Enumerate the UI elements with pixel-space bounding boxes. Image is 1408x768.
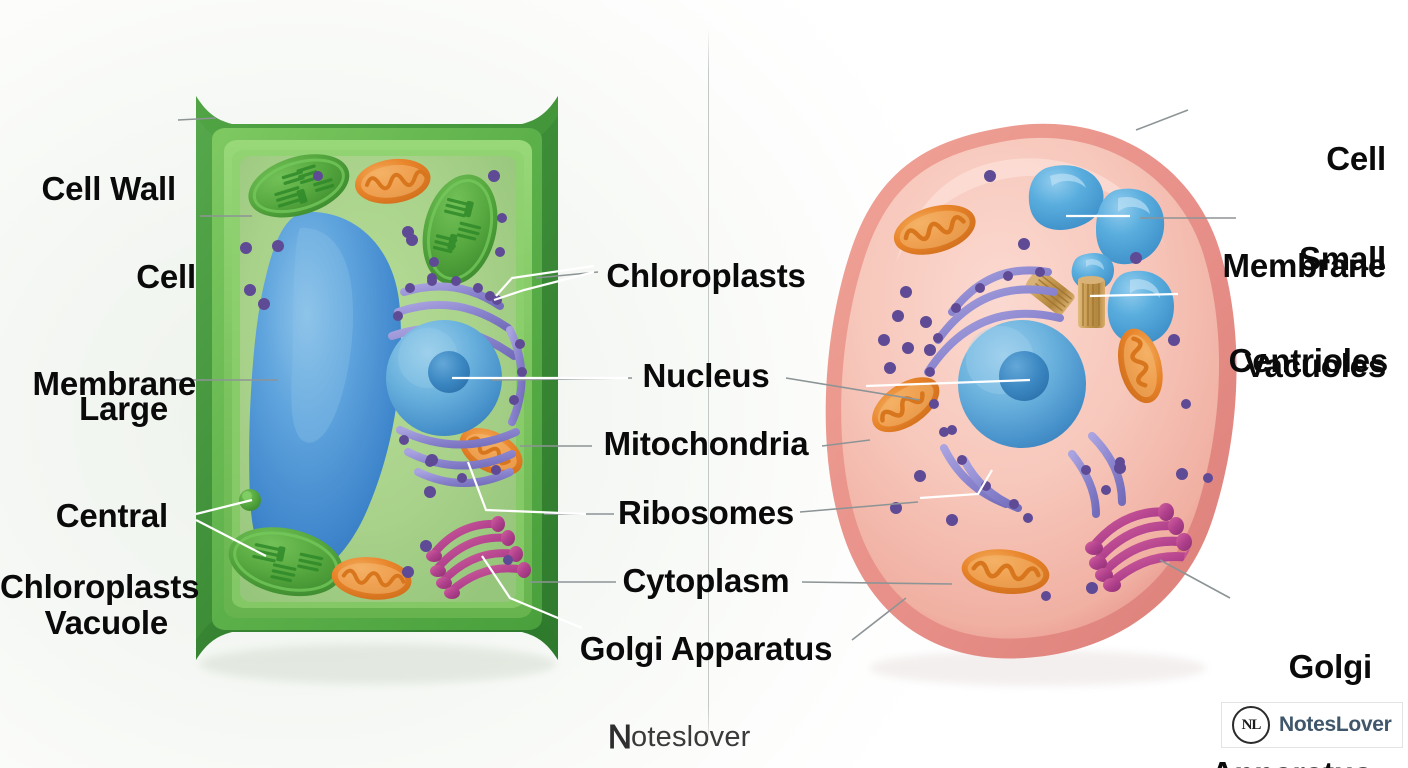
golgi-apparatus	[426, 516, 531, 599]
leader-ribosomes-animal	[919, 469, 993, 500]
label-ribosomes: Ribosomes	[617, 494, 795, 531]
mitochondrion	[331, 557, 412, 600]
small-vacuole	[1096, 188, 1165, 265]
label-mitochondria: Mitochondria	[603, 425, 809, 462]
animal-cell-illustration	[825, 123, 1237, 686]
leader-golgi-right	[1159, 559, 1231, 599]
label-chloroplasts-left: Chloroplasts	[0, 568, 200, 606]
center-divider	[708, 28, 709, 750]
leader-lines-white	[195, 214, 1179, 630]
leader-chloroplast-small	[195, 498, 253, 516]
leader-cell-membrane-right	[1135, 109, 1189, 131]
chloroplast	[248, 154, 350, 218]
label-golgi-apparatus-right: Golgi Apparatus	[1211, 648, 1373, 768]
leader-ribosomes-plant	[466, 461, 587, 516]
leader-chloroplast-large	[195, 519, 267, 557]
leader-golgi-plant	[481, 555, 583, 630]
leader-nucleus-animal	[865, 378, 1031, 388]
leader-golgi-center-right	[851, 597, 907, 641]
nucleolus	[999, 351, 1049, 401]
label-cell-wall: Cell Wall	[41, 170, 176, 208]
small-vacuole	[1028, 165, 1104, 230]
monogram-n: N	[1241, 716, 1253, 733]
leader-cytoplasm-right	[801, 581, 953, 585]
chloroplast	[422, 174, 498, 285]
label-large-central-vacuole: Large Central Vacuole	[44, 390, 169, 641]
mitochondrion	[1117, 328, 1163, 404]
leader-chloroplast-right-lower	[493, 270, 595, 302]
label-cell-membrane-right: Cell Membrane	[1222, 140, 1387, 285]
mitochondrion	[872, 377, 940, 433]
mitochondrion	[893, 204, 976, 255]
chloroplast	[228, 527, 343, 597]
label-golgi-apparatus-center: Golgi Apparatus	[579, 630, 833, 667]
mitochondrion	[354, 158, 431, 204]
label-chloroplasts-center: Chloroplasts	[606, 257, 806, 294]
ribosomes-on-er	[925, 267, 1125, 509]
label-centrioles: Centrioles	[1228, 342, 1389, 380]
label-small-vacuoles: Small Vacuoles	[1244, 240, 1387, 385]
large-central-vacuole	[249, 211, 402, 579]
logo-brand-text: NotesLover	[1279, 713, 1392, 736]
small-vacuole	[1107, 270, 1174, 345]
watermark-initial: N	[607, 718, 633, 756]
ribosomes	[878, 170, 1213, 601]
nucleolus	[428, 351, 470, 393]
monogram-l: L	[1251, 716, 1261, 733]
leader-chloroplast-right-upper	[495, 264, 595, 297]
label-cell-membrane: Cell Membrane	[32, 258, 197, 403]
plant-cell-illustration	[196, 96, 558, 684]
label-nucleus: Nucleus	[642, 357, 770, 394]
watermark-text: oteslover	[631, 720, 751, 753]
leader-centrioles	[1089, 292, 1179, 298]
ribosomes	[240, 170, 513, 578]
leader-nucleus-right	[785, 377, 921, 401]
leader-ribosomes-right	[799, 501, 919, 513]
label-cytoplasm: Cytoplasm	[622, 562, 790, 599]
leader-cell-wall	[177, 117, 217, 121]
mitochondrion	[961, 549, 1050, 595]
leader-mitochondria-right	[821, 439, 871, 447]
